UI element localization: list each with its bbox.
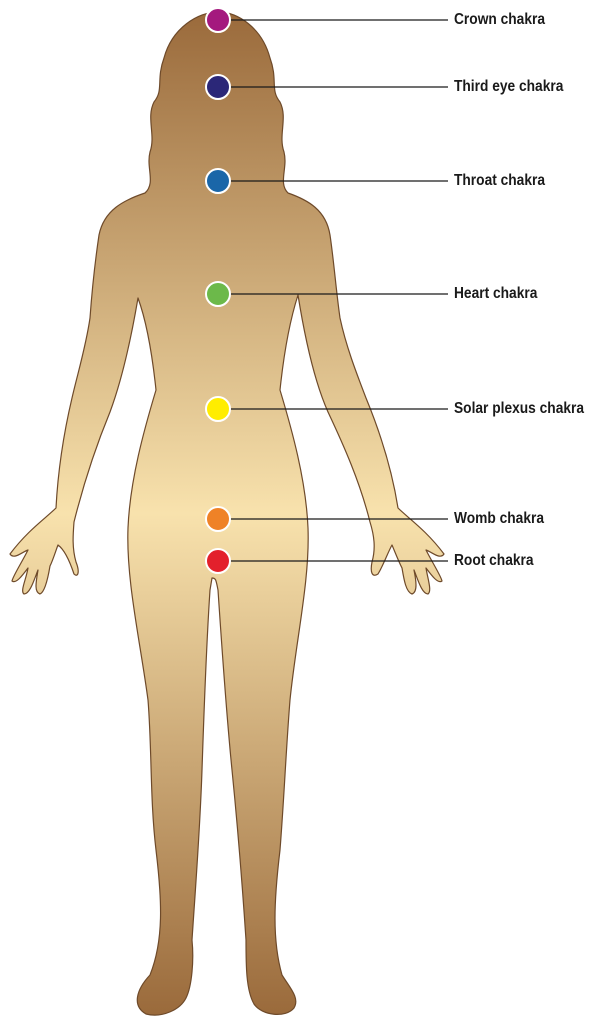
solar-plexus-chakra-dot (206, 397, 230, 421)
womb-chakra-label: Womb chakra (454, 509, 544, 529)
crown-chakra-label: Crown chakra (454, 10, 545, 30)
crown-chakra-dot (206, 8, 230, 32)
solar-plexus-chakra-label: Solar plexus chakra (454, 399, 584, 419)
third-eye-chakra-dot (206, 75, 230, 99)
root-chakra-label: Root chakra (454, 551, 534, 571)
throat-chakra-dot (206, 169, 230, 193)
heart-chakra-label: Heart chakra (454, 284, 537, 304)
root-chakra-dot (206, 549, 230, 573)
heart-chakra-dot (206, 282, 230, 306)
throat-chakra-label: Throat chakra (454, 171, 545, 191)
womb-chakra-dot (206, 507, 230, 531)
third-eye-chakra-label: Third eye chakra (454, 77, 563, 97)
